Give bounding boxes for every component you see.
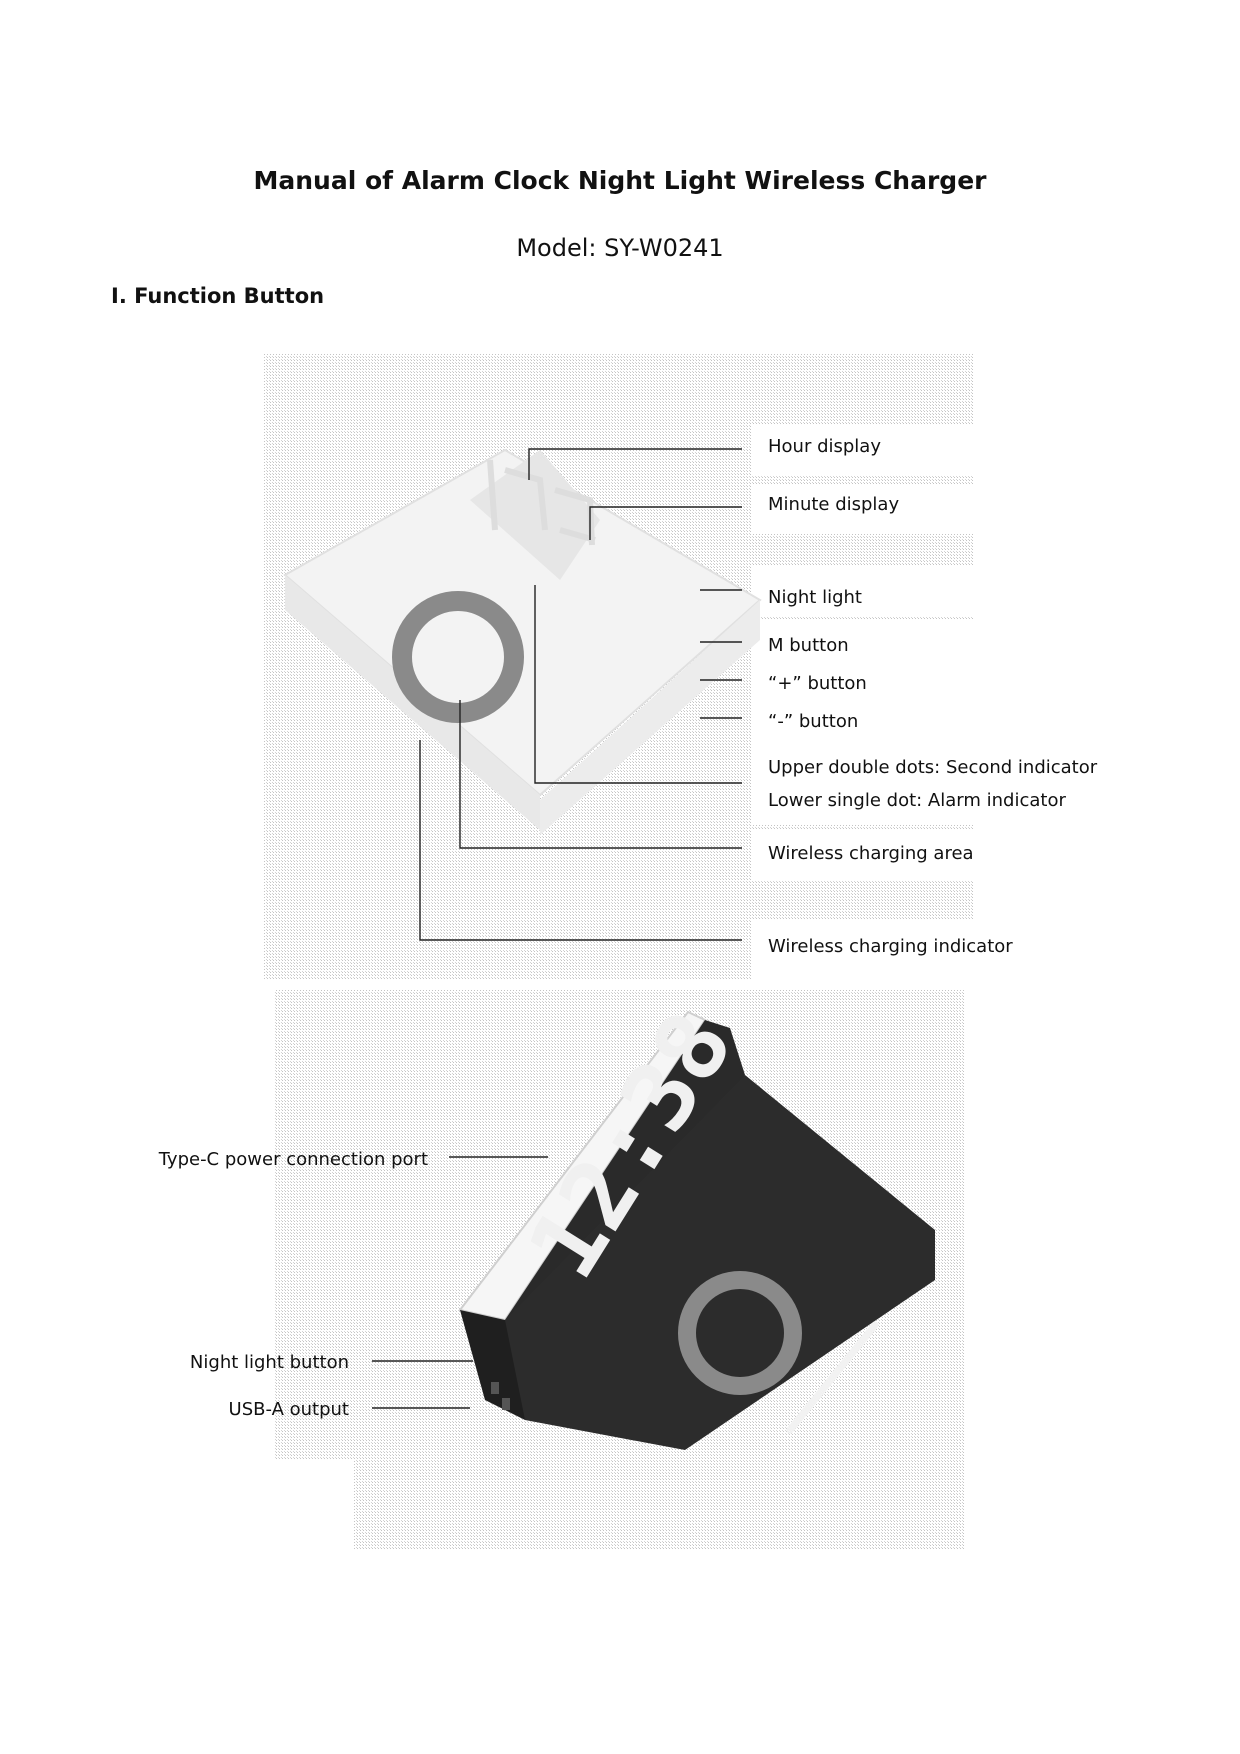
label-type-c-port: Type-C power connection port [158, 1149, 428, 1170]
night-light-button-shape [491, 1382, 499, 1394]
top-view-leaders [419, 448, 742, 941]
side-view-leaders [372, 1156, 548, 1409]
charging-ring-top [392, 591, 524, 723]
label-wireless-charging-area: Wireless charging area [768, 843, 974, 864]
label-hour-display: Hour display [768, 436, 881, 457]
label-second-indicator: Upper double dots: Second indicator [768, 757, 1098, 778]
charging-ring-side [678, 1271, 802, 1395]
section-heading: I. Function Button [111, 284, 325, 308]
label-night-light-button: Night light button [189, 1352, 349, 1373]
label-minus-button: “-” button [768, 711, 859, 732]
document-title: Manual of Alarm Clock Night Light Wirele… [253, 166, 987, 195]
ghost-digits [487, 459, 596, 546]
device-base [505, 1075, 935, 1450]
label-night-light: Night light [768, 587, 862, 608]
label-alarm-indicator: Lower single dot: Alarm indicator [768, 790, 1066, 811]
label-minute-display: Minute display [768, 494, 900, 515]
device-top-body [283, 448, 762, 835]
model-number: Model: SY-W0241 [516, 234, 724, 262]
charging-indicator-strip [786, 1321, 879, 1434]
usb-a-port-shape [502, 1398, 510, 1410]
label-m-button: M button [768, 635, 849, 656]
label-plus-button: “+” button [768, 673, 867, 694]
side-view-photo: 12:38 [274, 990, 964, 1550]
label-wireless-charging-indicator: Wireless charging indicator [768, 936, 1013, 957]
label-usb-a-output: USB-A output [228, 1399, 349, 1420]
top-view-photo [264, 354, 1132, 980]
